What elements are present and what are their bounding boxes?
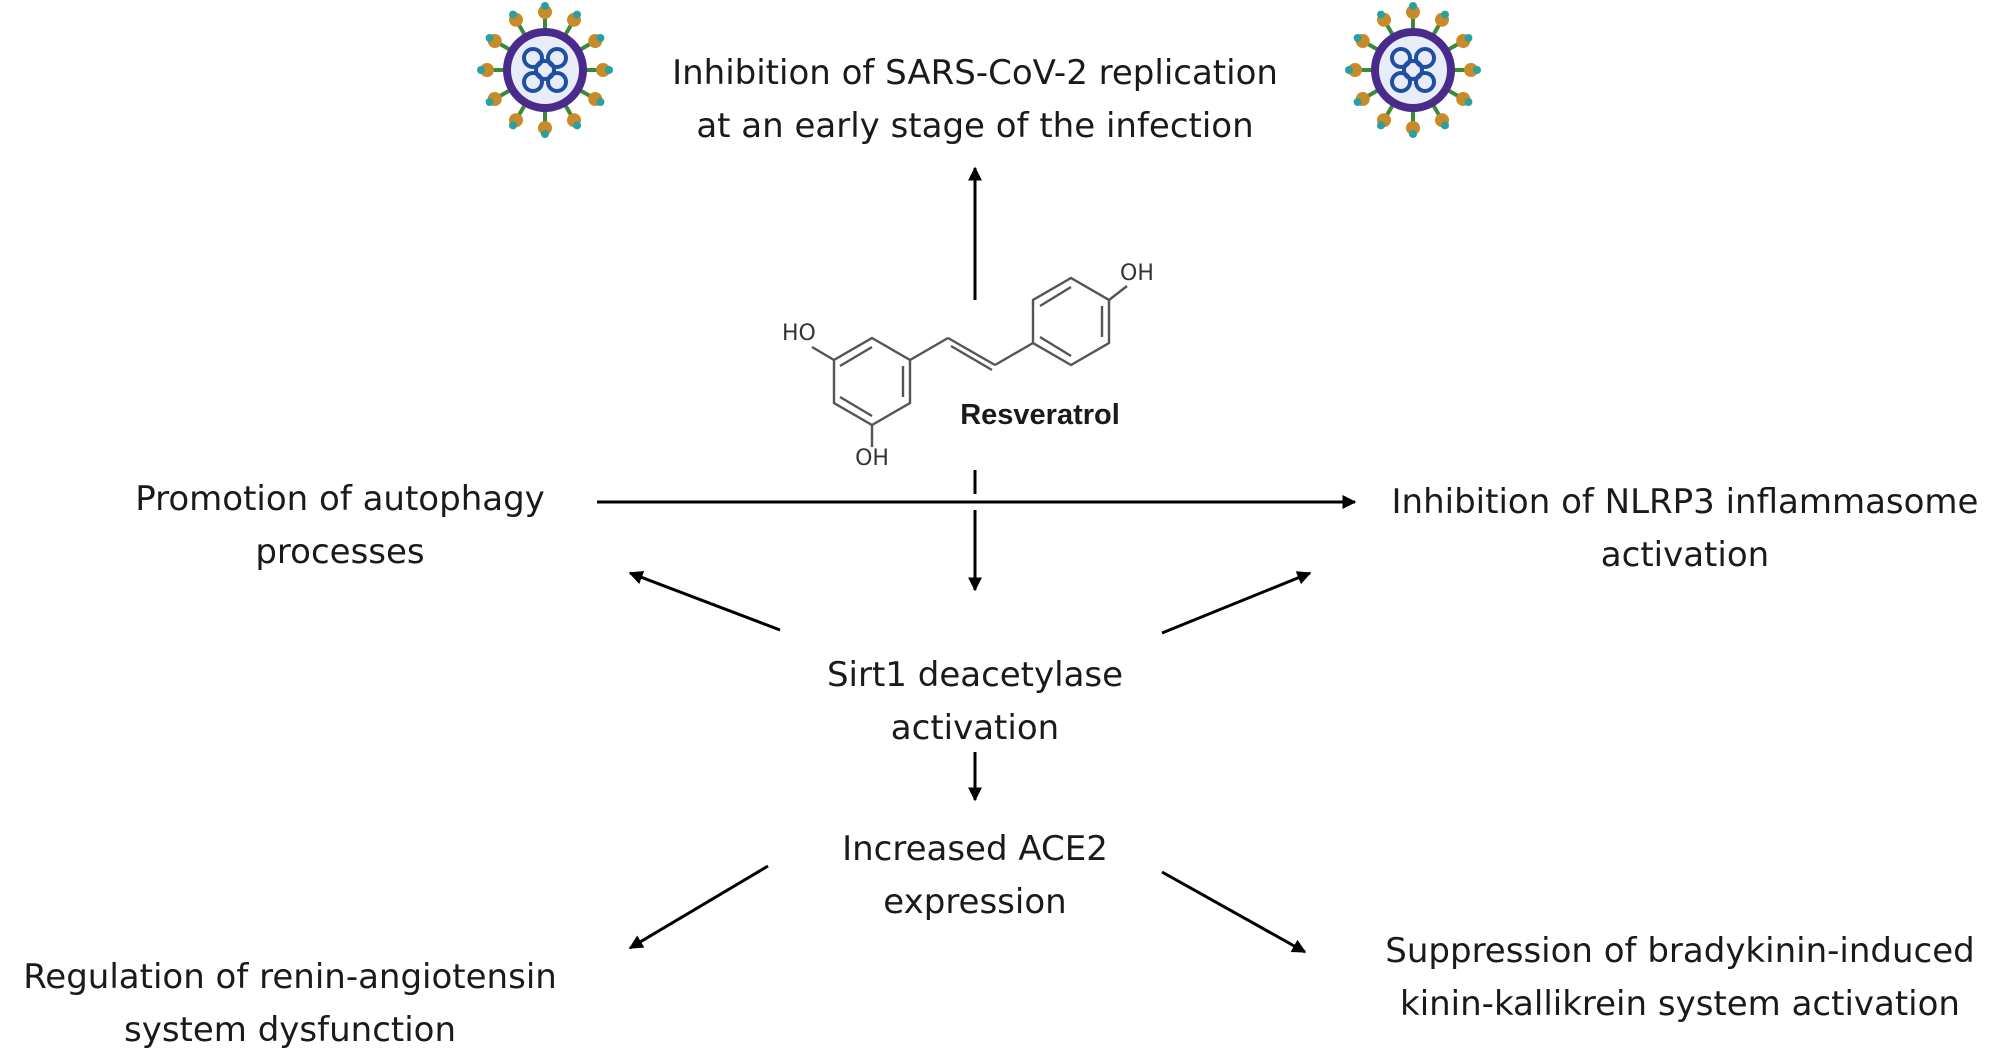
resveratrol-label: Resveratrol <box>960 399 1120 431</box>
node-ace2-line2: expression <box>883 882 1067 922</box>
node-renin-angiotensin-line1: Regulation of renin-angiotensin <box>23 957 557 997</box>
node-autophagy-line1: Promotion of autophagy <box>135 479 545 519</box>
node-kinin-kallikrein: Suppression of bradykinin-induced kinin-… <box>1355 925 2005 1031</box>
node-sirt1: Sirt1 deacetylase activation <box>775 649 1175 755</box>
node-sirt1-line2: activation <box>890 708 1060 748</box>
node-renin-angiotensin-line2: system dysfunction <box>123 1010 457 1050</box>
node-sirt1-line1: Sirt1 deacetylase <box>826 655 1124 695</box>
node-nlrp3-line2: activation <box>1600 535 1770 575</box>
oh-top-label: OH <box>1120 261 1154 286</box>
node-ace2-line1: Increased ACE2 <box>842 829 1108 869</box>
arrow-ace2-to-kinin <box>1161 870 1307 954</box>
node-sars-inhibition: Inhibition of SARS-CoV-2 replication at … <box>640 47 1310 153</box>
node-kinin-kallikrein-line2: kinin-kallikrein system activation <box>1400 984 1960 1024</box>
ho-left-label: HO <box>782 321 816 346</box>
resveratrol-structure <box>811 276 1128 447</box>
node-autophagy-line2: processes <box>255 532 425 572</box>
node-sars-inhibition-line1: Inhibition of SARS-CoV-2 replication <box>672 53 1278 93</box>
virus-icon <box>1345 2 1481 138</box>
node-nlrp3: Inhibition of NLRP3 inflammasome activat… <box>1365 476 2005 582</box>
node-sars-inhibition-line2: at an early stage of the infection <box>696 106 1254 146</box>
node-nlrp3-line1: Inhibition of NLRP3 inflammasome <box>1391 482 1979 522</box>
node-kinin-kallikrein-line1: Suppression of bradykinin-induced <box>1385 931 1975 971</box>
node-autophagy: Promotion of autophagy processes <box>90 473 590 579</box>
arrow-sirt1-to-autophagy <box>628 570 781 632</box>
arrow-ace2-to-ras <box>628 864 769 950</box>
virus-icon <box>477 2 613 138</box>
oh-bottom-label: OH <box>855 446 889 471</box>
node-ace2: Increased ACE2 expression <box>775 823 1175 929</box>
arrow-sirt1-to-nlrp3 <box>1161 571 1312 635</box>
node-renin-angiotensin: Regulation of renin-angiotensin system d… <box>5 951 575 1057</box>
